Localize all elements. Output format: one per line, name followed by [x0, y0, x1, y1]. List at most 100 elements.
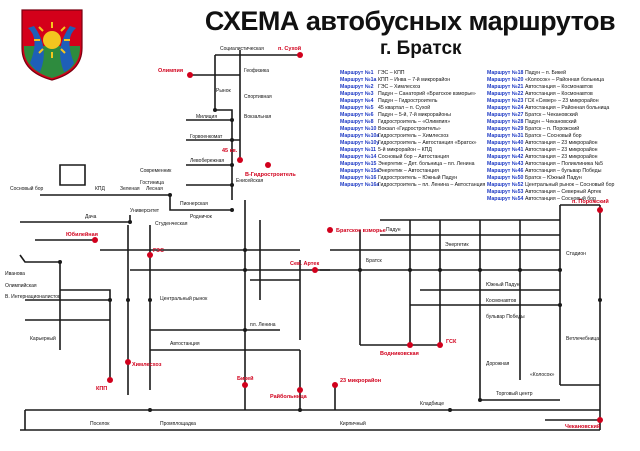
route-number: Маршрут №41	[487, 147, 524, 153]
route-description: Братск – п. Порожский	[525, 126, 580, 132]
label-chekanovsky: Чекановский	[565, 423, 600, 430]
label-yuzhny-padun: Южный Падун	[486, 281, 520, 288]
route-number: Маршрут №5	[340, 105, 374, 111]
city-name: г. Братск	[380, 38, 462, 59]
route-number: Маршрут №11	[340, 147, 377, 153]
route-description: Автостанция – Космонавтов	[525, 91, 593, 97]
route-description: Гидростроитель – Автостанция «Братск»	[378, 140, 477, 146]
stop-markers	[58, 108, 602, 412]
route-number: Маршрут №24	[487, 105, 524, 111]
label-rynok-central: Центральный рынок	[160, 295, 208, 302]
stop-khimleskhoz	[125, 359, 131, 365]
route-number: Маршрут №54	[487, 196, 524, 202]
label-vzmorye: Братское взморье	[336, 228, 386, 234]
route-description: Падун – Санаторий «Братское взморье»	[378, 91, 476, 97]
stop-chekanovsky	[597, 417, 603, 423]
stop-sev-artek	[312, 267, 318, 273]
route-number: Маршрут №21	[487, 84, 524, 90]
legend-row: Маршрут №5 45 квартал – п. Сухой	[340, 105, 485, 112]
route-number: Маршрут №6	[340, 112, 374, 118]
route-number: Маршрут №52	[487, 182, 524, 188]
stop-45kv	[237, 157, 243, 163]
legend-row: Маршрут №16аГидростроитель – пл. Ленина …	[340, 182, 485, 189]
label-pionerskaya: Пионерская	[180, 201, 208, 207]
stop-bikey	[242, 382, 248, 388]
route-description: Падун – Чекановский	[525, 119, 577, 125]
route-number: Маршрут №1	[340, 70, 374, 76]
label-stadion: Стадион	[566, 251, 586, 257]
route-description: Энергетик – Автостанция	[378, 168, 439, 174]
route-number: Маршрут №46	[487, 168, 524, 174]
route-description: ГСК «Север» – 23 микрорайон	[525, 98, 599, 104]
label-kosmonavtov: Космонавтов	[486, 298, 517, 304]
route-description: 5-й микрорайон – КПД	[378, 147, 432, 153]
label-kladbishche: Кладбище	[420, 401, 444, 407]
label-vodnikovskaya: Водниковская	[380, 351, 419, 357]
legend-row: Маршрут №15аЭнергетик – Автостанция	[340, 168, 485, 175]
label-sev-artek: Сев. Артек	[290, 261, 319, 267]
label-rynok: Рынок	[216, 88, 231, 94]
label-ivanova: Иванова	[5, 271, 25, 277]
route-description: Братск – Сосновый бор	[525, 133, 582, 139]
legend-row: Маршрут №10аГидростроитель – Химлесхоз	[340, 133, 485, 140]
label-kpp: КПП	[96, 386, 107, 392]
label-45kv: 45 кв.	[222, 148, 238, 154]
label-avtostantsiya: Автостанция	[170, 341, 200, 347]
route-description: ГЭС – КПП	[378, 70, 405, 76]
route-description: Братск – Южный Падун	[525, 175, 582, 181]
route-number: Маршрут №31	[487, 133, 524, 139]
route-number: Маршрут №40	[487, 140, 524, 146]
route-number: Маршрут №16	[340, 175, 377, 181]
label-sosnovy-bor: Сосновый бор	[10, 185, 44, 192]
route-number: Маршрут №28	[487, 119, 524, 125]
label-levoberezhnaya: Левобережная	[190, 158, 224, 164]
label-karierniy: Карьерный	[30, 335, 56, 342]
route-description: Автостанция – Сосновый бор	[525, 196, 596, 202]
label-zelenaya: Зеленая	[120, 186, 140, 192]
route-description: Падун – Гидростроитель	[378, 98, 438, 104]
route-number: Маршрут №8	[340, 119, 374, 125]
route-number: Маршрут №53	[487, 189, 524, 195]
legend-row: Маршрут №1 ГЭС – КПП	[340, 70, 485, 77]
label-porozhsky: п. Порожский	[572, 198, 609, 205]
route-number: Маршрут №50	[487, 175, 524, 181]
stop-porozhsky	[597, 207, 603, 213]
label-pl-lenina: пл. Ленина	[250, 322, 276, 328]
label-kirpichny: Кирпичный	[340, 420, 366, 427]
legend-row: Маршрут №20«Колосок» – Районная больница	[487, 77, 614, 84]
route-number: Маршрут №10у	[340, 140, 380, 146]
stop-gsk	[437, 342, 443, 348]
route-description: Автостанция – Районная больница	[525, 105, 610, 111]
route-description: 45 квартал – п. Сухой	[378, 105, 431, 111]
stop-sukhoy	[297, 52, 303, 58]
label-gorvoenkomat: Горвоенкомат	[190, 134, 223, 140]
label-gsk: ГСК	[446, 339, 457, 345]
label-sots: Социалистическая	[220, 46, 264, 52]
label-gostinitsa: Гостиница	[140, 180, 164, 186]
route-description: Сосновый бор – Автостанция	[378, 154, 449, 160]
label-sukhoy: п. Сухой	[278, 45, 301, 52]
route-description: Автостанция – 23 микрорайон	[525, 147, 598, 153]
route-number: Маршрут №16а	[340, 182, 380, 188]
route-description: Энергетик – Дет. больница – пл. Ленина	[378, 161, 475, 167]
route-description: Автостанция – 23 микрорайон	[525, 154, 598, 160]
route-description: Автостанция – Северный Артек	[525, 189, 602, 195]
